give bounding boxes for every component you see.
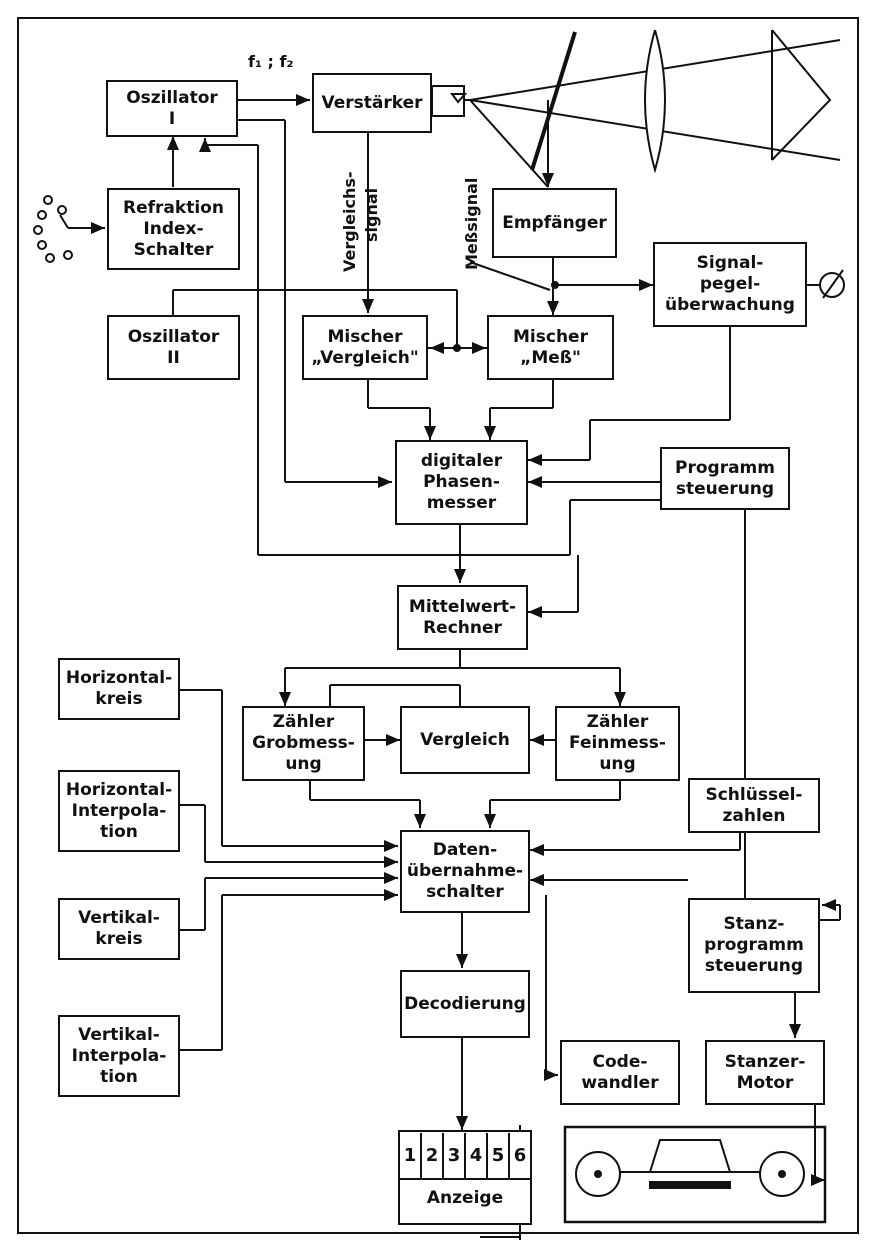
signalpegel-line-3: überwachung — [665, 295, 795, 315]
datenuebernahme-line-1: Daten- — [432, 840, 498, 860]
mischer-mess-line-1: Mischer — [513, 326, 588, 347]
oszillator-1-line-1: Oszillator — [126, 87, 218, 108]
datenuebernahme-line-3: schalter — [426, 882, 504, 902]
signalpegel-box: Signal- pegel- überwachung — [653, 242, 807, 327]
programmsteuerung-line-2: steuerung — [675, 478, 775, 499]
vergleichssignal-label: Vergleichs- — [340, 171, 359, 272]
zaehler-fein-line-2: Feinmess- — [569, 733, 666, 753]
vertikalkreis-box: Vertikal- kreis — [58, 898, 180, 960]
digit-5: 5 — [488, 1133, 510, 1178]
stanzprogramm-line-1: Stanz- — [723, 914, 785, 934]
oszillator-2-line-2: II — [167, 347, 180, 368]
freq-label: f₁ ; f₂ — [248, 52, 294, 71]
anzeige-label: Anzeige — [426, 1188, 504, 1208]
phasenmesser-line-3: messer — [426, 493, 497, 513]
phasenmesser-line-1: digitaler — [420, 451, 503, 471]
oszillator-2-box: Oszillator II — [107, 315, 240, 380]
refraktion-line-1: Refraktion — [123, 197, 224, 218]
stanzprogramm-line-2: programm — [704, 935, 804, 955]
stanzprogramm-box: Stanz- programm steuerung — [688, 898, 820, 993]
digit-2: 2 — [422, 1133, 444, 1178]
stanzermotor-box: Stanzer- Motor — [705, 1040, 825, 1105]
zaehler-fein-box: Zähler Feinmess- ung — [555, 706, 680, 781]
oszillator-1-box: Oszillator I — [106, 80, 238, 137]
signalpegel-line-1: Signal- — [696, 253, 764, 273]
horizontalkreis-box: Horizontal- kreis — [58, 658, 180, 720]
verstaerker-line-1: Verstärker — [321, 92, 423, 113]
horizontalkreis-line-2: kreis — [95, 689, 143, 709]
mischer-mess-box: Mischer „Meß" — [487, 315, 614, 380]
zaehler-grob-line-1: Zähler — [272, 712, 335, 732]
signalpegel-line-2: pegel- — [699, 274, 761, 294]
schluessel-line-2: zahlen — [722, 805, 786, 826]
oszillator-2-line-1: Oszillator — [127, 326, 220, 347]
vertikal-interp-line-2: Interpola- — [71, 1045, 167, 1066]
horizontalkreis-line-1: Horizontal- — [65, 668, 173, 688]
horizontal-interp-line-3: tion — [100, 821, 138, 842]
vertikal-interp-box: Vertikal- Interpola- tion — [58, 1015, 180, 1097]
digit-4: 4 — [466, 1133, 488, 1178]
vergleich-line-1: Vergleich — [420, 729, 510, 750]
datenuebernahme-box: Daten- übernahme- schalter — [400, 830, 530, 913]
digit-6: 6 — [513, 1145, 527, 1166]
stanzermotor-line-1: Stanzer- — [724, 1051, 806, 1072]
vertikal-interp-line-3: tion — [100, 1066, 138, 1087]
phasenmesser-box: digitaler Phasen- messer — [395, 440, 528, 525]
zaehler-grob-line-3: ung — [285, 754, 322, 774]
schluessel-line-1: Schlüssel- — [705, 784, 803, 805]
refraktion-line-2: Index- — [143, 218, 204, 239]
digit-3: 3 — [444, 1133, 466, 1178]
vertikal-interp-line-1: Vertikal- — [78, 1024, 160, 1045]
empfaenger-box: Empfänger — [492, 188, 617, 258]
codewandler-box: Code- wandler — [560, 1040, 680, 1105]
horizontal-interp-line-2: Interpola- — [71, 800, 167, 821]
schluessel-box: Schlüssel- zahlen — [688, 778, 820, 833]
mischer-mess-line-2: „Meß" — [520, 347, 581, 368]
programmsteuerung-box: Programm steuerung — [660, 447, 790, 510]
programmsteuerung-line-1: Programm — [675, 457, 775, 478]
zaehler-grob-box: Zähler Grobmess- ung — [242, 706, 365, 781]
anzeige-digits: 1 2 3 4 5 6 — [400, 1133, 530, 1180]
vertikalkreis-line-2: kreis — [95, 929, 143, 949]
mittelwert-box: Mittelwert- Rechner — [397, 585, 528, 650]
zaehler-grob-line-2: Grobmess- — [252, 733, 355, 753]
empfaenger-line-1: Empfänger — [502, 212, 607, 233]
verstaerker-box: Verstärker — [312, 73, 432, 133]
horizontal-interp-line-1: Horizontal- — [65, 779, 173, 800]
refraktion-box: Refraktion Index- Schalter — [107, 188, 240, 270]
zaehler-fein-line-3: ung — [599, 754, 636, 774]
digit-1: 1 — [400, 1133, 422, 1178]
stanzprogramm-line-3: steuerung — [704, 956, 804, 976]
codewandler-line-2: wandler — [581, 1072, 659, 1093]
horizontal-interp-box: Horizontal- Interpola- tion — [58, 770, 180, 852]
mittelwert-line-1: Mittelwert- — [408, 596, 517, 617]
decodierung-box: Decodierung — [400, 970, 530, 1038]
mischer-vergleich-line-1: Mischer — [327, 326, 403, 347]
refraktion-line-3: Schalter — [133, 239, 214, 260]
mischer-vergleich-line-2: „Vergleich" — [311, 347, 419, 368]
phasenmesser-line-2: Phasen- — [423, 472, 500, 492]
oszillator-1-line-2: I — [168, 108, 176, 129]
vertikalkreis-line-1: Vertikal- — [78, 908, 160, 928]
messsignal-label: Meßsignal — [462, 177, 481, 270]
vergleichssignal-label-2: signal — [362, 187, 381, 242]
datenuebernahme-line-2: übernahme- — [406, 861, 524, 881]
stanzermotor-line-2: Motor — [736, 1072, 794, 1093]
mittelwert-line-2: Rechner — [423, 617, 502, 638]
zaehler-fein-line-1: Zähler — [586, 712, 649, 732]
codewandler-line-1: Code- — [592, 1051, 648, 1072]
decodierung-line-1: Decodierung — [404, 993, 526, 1014]
vergleich-box: Vergleich — [400, 706, 530, 774]
mischer-vergleich-box: Mischer „Vergleich" — [302, 315, 428, 380]
